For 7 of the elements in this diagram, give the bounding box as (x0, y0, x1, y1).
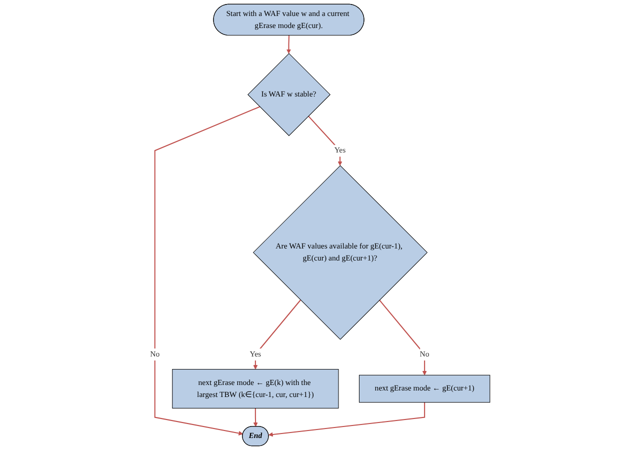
arrow (308, 116, 342, 166)
arrow (268, 402, 426, 437)
arrow (253, 408, 258, 427)
arrow (379, 300, 427, 376)
arrow (253, 300, 301, 370)
arrow (286, 36, 292, 54)
arrow (154, 106, 260, 436)
